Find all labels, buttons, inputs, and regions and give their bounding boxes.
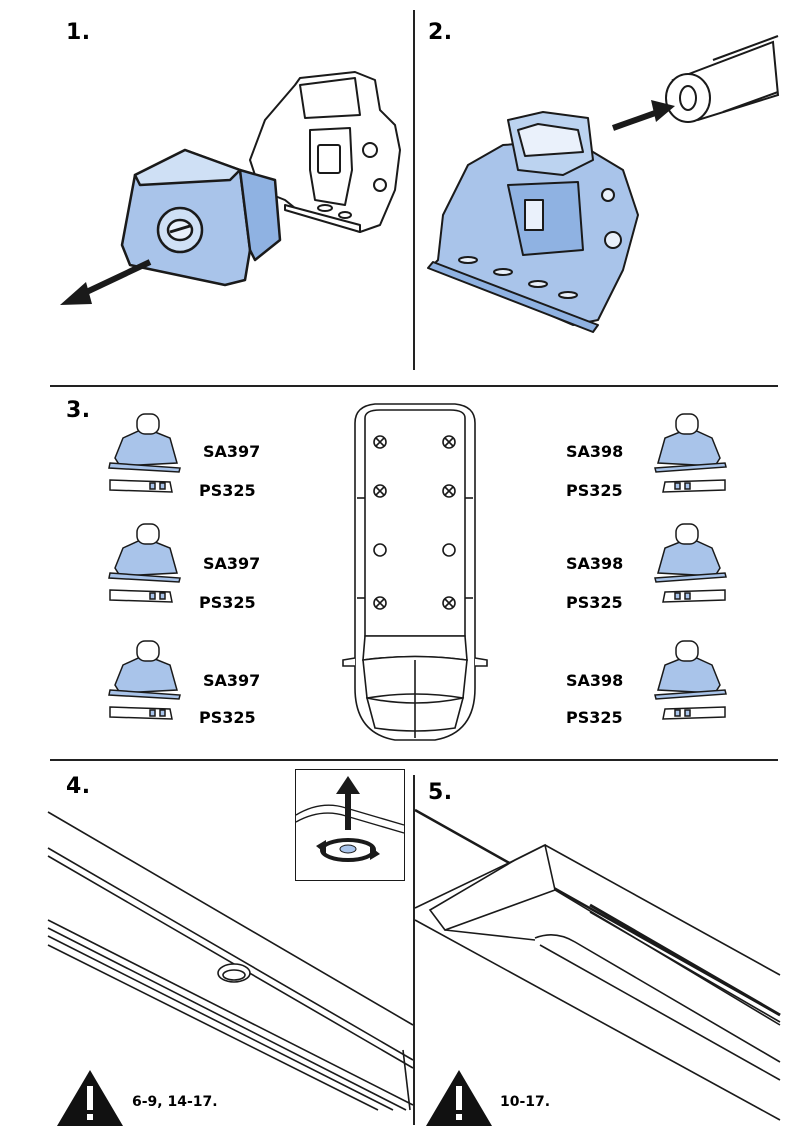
warning-icon (57, 1070, 123, 1126)
foot-icon-right-1 (654, 413, 727, 493)
step-number-4: 4. (66, 774, 91, 799)
rotate-icon (316, 838, 380, 862)
arrow-up-icon (336, 776, 360, 830)
empty-point-icon (442, 543, 456, 557)
vehicle-top-view (342, 403, 488, 741)
foot-code-right-2: SA398 (566, 554, 624, 573)
pad-code-left-3: PS325 (199, 708, 256, 727)
warning-icon (426, 1070, 492, 1126)
foot-icon-left-3 (108, 640, 181, 720)
empty-point-icon (373, 543, 387, 557)
step-number-1: 1. (66, 20, 91, 45)
screw-point-icon (373, 484, 387, 498)
screw-point-icon (442, 484, 456, 498)
foot-code-left-1: SA397 (203, 442, 261, 461)
foot-icon-left-2 (108, 523, 181, 603)
pad-code-right-2: PS325 (566, 593, 623, 612)
foot-icon-right-2 (654, 523, 727, 603)
step-number-2: 2. (428, 20, 453, 45)
warning-ref-step5: 10-17. (500, 1094, 551, 1110)
step1-illustration (60, 71, 401, 305)
screw-point-icon (442, 435, 456, 449)
divider-v-top (413, 10, 415, 370)
divider-h-2 (50, 759, 778, 761)
step4-rail-illustration (47, 811, 414, 1111)
foot-code-left-2: SA397 (203, 554, 261, 573)
pad-code-right-3: PS325 (566, 708, 623, 727)
step-number-5: 5. (428, 780, 453, 805)
divider-v-bottom (413, 775, 415, 1125)
arrow-left-icon (60, 259, 152, 305)
arrow-right-icon (611, 100, 675, 131)
foot-icon-right-3 (654, 640, 727, 720)
step2-illustration (427, 35, 780, 333)
foot-code-right-3: SA398 (566, 671, 624, 690)
screw-point-icon (373, 435, 387, 449)
pad-code-left-1: PS325 (199, 481, 256, 500)
foot-icon-left-1 (108, 413, 181, 493)
screw-point-icon (442, 596, 456, 610)
warning-ref-step4: 6-9, 14-17. (132, 1094, 218, 1110)
foot-code-right-1: SA398 (566, 442, 624, 461)
divider-h-1 (50, 385, 778, 387)
pad-code-right-1: PS325 (566, 481, 623, 500)
step4-inset-drawing (295, 776, 405, 862)
foot-code-left-3: SA397 (203, 671, 261, 690)
pad-code-left-2: PS325 (199, 593, 256, 612)
step5-rail-illustration (414, 808, 781, 1121)
screw-point-icon (373, 596, 387, 610)
step-number-3: 3. (66, 398, 91, 423)
